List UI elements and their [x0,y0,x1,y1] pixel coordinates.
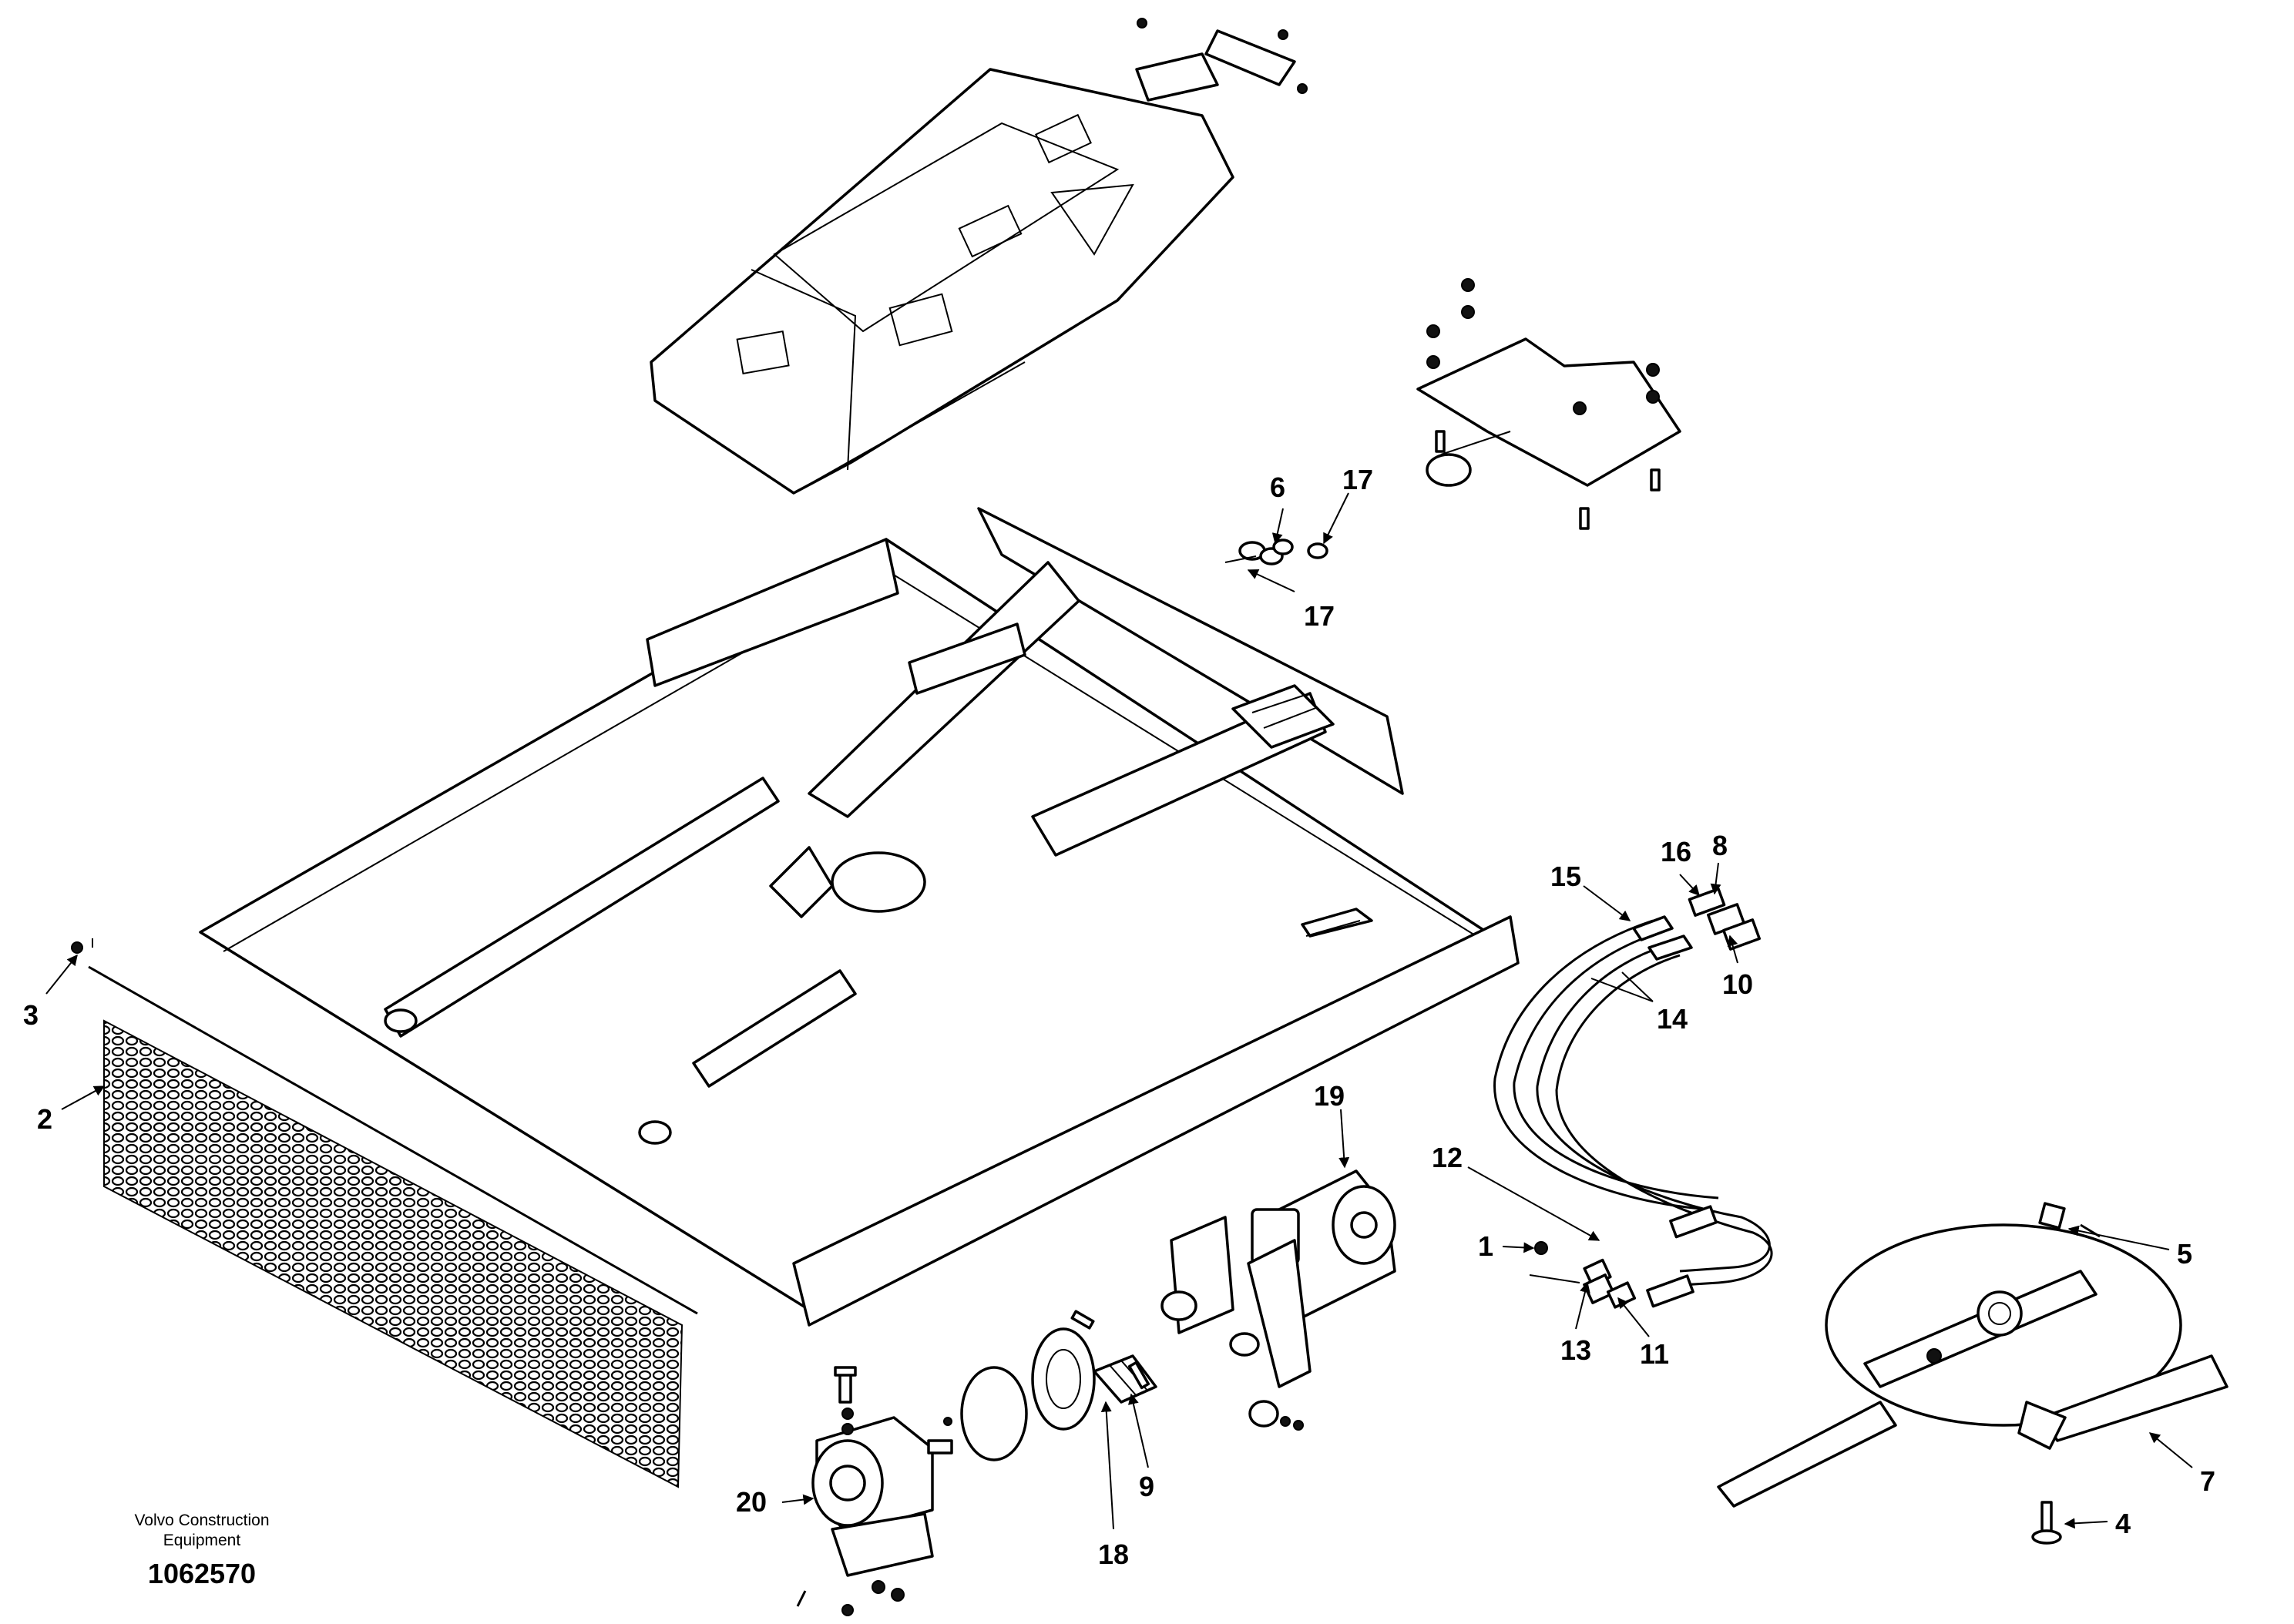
pins-and-clips [1224,539,1328,565]
drive-coupler [943,1310,1157,1461]
callout-20: 20 [736,1486,767,1518]
caption-line-1: Volvo Construction [134,1512,269,1529]
leader-lines [45,492,2193,1530]
callout-18: 18 [1098,1538,1129,1570]
document-number: 1062570 [148,1558,256,1589]
callout-5: 5 [2177,1238,2192,1270]
blade-carrier [1717,1223,2229,1508]
callout-15: 15 [1550,861,1581,892]
top-cover-shroud [650,68,1234,495]
callout-13: 13 [1560,1334,1591,1366]
callout-16: 16 [1661,836,1691,867]
callout-8: 8 [1712,830,1728,861]
hinge-assembly [1135,18,1308,102]
callout-labels: 1 2 3 4 5 6 7 8 9 10 11 12 13 14 15 16 1… [23,464,2215,1570]
caption-line-2: Equipment [163,1532,241,1549]
figure-caption: Volvo Construction Equipment 1062570 [134,1512,269,1589]
callout-17-lower: 17 [1304,600,1335,632]
callout-11: 11 [1640,1338,1669,1370]
chain-guard [103,1019,683,1488]
callout-3: 3 [23,999,39,1031]
gearbox [796,1366,953,1616]
callout-19: 19 [1314,1080,1345,1112]
callout-1: 1 [1478,1230,1493,1262]
hydraulic-motor [1160,1169,1396,1431]
callout-12: 12 [1432,1142,1463,1173]
chain-rod [71,938,698,1315]
hydraulic-hoses [1493,915,1773,1308]
callout-17-top: 17 [1342,464,1373,495]
hydraulic-fittings [1529,887,1761,1309]
callout-10: 10 [1722,968,1753,1000]
hardware-bolt-nut [2031,1202,2101,1545]
mounting-plate [1416,278,1681,530]
mower-deck [199,507,1520,1327]
callout-14: 14 [1657,1003,1688,1035]
callout-4: 4 [2115,1508,2131,1539]
callout-6: 6 [1270,471,1285,503]
callout-9: 9 [1139,1471,1154,1502]
callout-2: 2 [37,1103,52,1135]
callout-7: 7 [2200,1465,2215,1497]
